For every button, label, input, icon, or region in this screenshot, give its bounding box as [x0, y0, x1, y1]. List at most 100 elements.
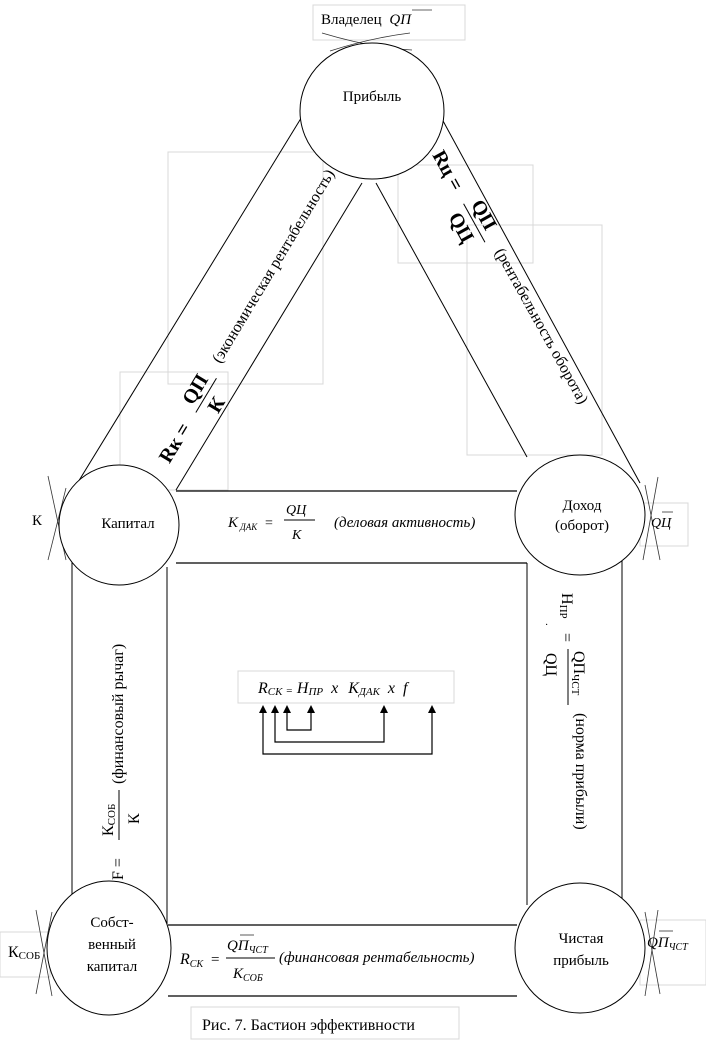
left-vertical-band	[71, 560, 168, 925]
node-profit: Прибыль	[299, 42, 445, 180]
pr-description: (норма прибыли)	[572, 713, 589, 830]
financial-profitability-formula: RСК = QПЧСТ KСОБ (финансовая рентабельно…	[179, 934, 475, 984]
equity-label-line3: капитал	[87, 959, 138, 975]
cf-eq: =	[285, 685, 292, 697]
revenue-cross-2	[644, 484, 661, 561]
econ-formula-frame	[119, 371, 229, 491]
econ-lhs: Rк =	[155, 419, 196, 467]
fp-num-main: QП	[227, 938, 250, 954]
svg-text:НПР: НПР	[557, 593, 575, 619]
svg-text:KДАК: KДАК	[227, 515, 258, 532]
fl-num-sub: СОБ	[106, 804, 118, 826]
capital-circle	[58, 464, 180, 586]
node-revenue: Доход (оборот)	[514, 454, 646, 576]
pr-num-main: QП	[570, 651, 587, 675]
top-horizontal-band	[176, 490, 527, 564]
svg-text:Владелец QП: Владелец QП	[321, 12, 412, 28]
revenue-outer-math: QЦ	[651, 516, 672, 531]
net-profit-outer-sub: ЧСТ	[669, 942, 690, 953]
right-vertical-band	[526, 560, 623, 905]
ba-denominator: K	[291, 528, 302, 543]
cf-r-sub: СК	[268, 686, 283, 698]
profit-circle	[299, 42, 445, 180]
ba-eq: =	[265, 516, 273, 531]
owner-label: Владелец QП	[321, 9, 432, 28]
cf-f: f	[403, 680, 410, 697]
node-net-profit: Чистая прибыль	[514, 882, 646, 1014]
arrow-head-3	[283, 705, 291, 713]
cf-x2: x	[387, 680, 395, 697]
equity-circle	[46, 880, 172, 1016]
arrow-link-h	[286, 710, 312, 731]
fp-den-main: K	[232, 966, 244, 982]
svg-text:КСОБ: КСОБ	[8, 944, 40, 962]
right-diagonal-band	[375, 118, 641, 484]
arrow-link-k	[274, 710, 385, 743]
ba-lhs-main: K	[227, 515, 239, 531]
fp-num-sub: ЧСТ	[249, 945, 270, 956]
net-profit-label-line2: прибыль	[553, 953, 609, 969]
equity-outer-sub: СОБ	[19, 950, 41, 962]
caption-frame	[190, 1006, 460, 1040]
central-formula-frame	[237, 670, 455, 704]
equity-outer-label: КСОБ	[8, 944, 40, 962]
arrow-link-f	[262, 710, 433, 755]
revenue-outer-label: QЦ	[651, 511, 673, 531]
fl-lhs: F =	[110, 858, 127, 880]
svg-text:КСОБ: КСОБ	[100, 804, 118, 836]
fp-lhs-main: R	[179, 951, 190, 968]
ba-description: (деловая активность)	[334, 515, 475, 531]
econ-denominator: К	[204, 393, 231, 417]
equity-cross-2	[35, 911, 53, 995]
net-profit-label-line1: Чистая	[559, 931, 604, 947]
pr-lhs-main: Н	[558, 593, 575, 605]
revenue-cross-1	[642, 476, 659, 561]
arrow-head-6	[428, 705, 436, 713]
svg-text:KСОБ: KСОБ	[232, 966, 263, 984]
pr-num-sub: ЧСТ	[569, 674, 581, 695]
pr-eq: =	[558, 633, 575, 642]
cf-h-main: H	[296, 680, 310, 697]
left-diagonal-band	[71, 114, 363, 493]
econ-fraction-bar	[195, 377, 217, 413]
owner-label-frame	[312, 4, 466, 41]
fp-den-sub: СОБ	[243, 973, 263, 984]
net-profit-cross-1	[644, 909, 659, 997]
arrow-head-2	[271, 705, 279, 713]
econ-desc-frame	[167, 151, 324, 385]
owner-label-prefix: Владелец	[321, 12, 382, 28]
turnover-profitability-formula: Rц = QП QЦ (рентабельность оборота)	[428, 147, 592, 407]
fl-denominator: К	[126, 813, 143, 824]
svg-text:QПЧСТ: QПЧСТ	[647, 935, 689, 953]
revenue-circle	[514, 454, 646, 576]
figure-caption: Рис. 7. Бастион эффективности	[202, 1017, 415, 1034]
profit-rate-formula: НПР = QПЧСТ . QЦ (норма прибыли)	[542, 593, 589, 830]
arrow-head-5	[380, 705, 388, 713]
turnover-description: (рентабельность оборота)	[491, 245, 591, 407]
pr-dot: .	[543, 623, 555, 626]
node-capital: Капитал	[58, 464, 180, 586]
text-frames	[0, 4, 706, 1040]
equity-outer-main: К	[8, 944, 19, 961]
fp-description: (финансовая рентабельность)	[279, 950, 475, 966]
owner-cross-2	[329, 32, 411, 52]
net-profit-outer-label: QПЧСТ	[647, 930, 689, 953]
pr-lhs-sub: ПР	[557, 605, 569, 619]
capital-label: Капитал	[101, 516, 155, 532]
net-profit-circle	[514, 882, 646, 1014]
node-equity: Собст- венный капитал	[46, 880, 172, 1016]
cf-k-main: K	[347, 680, 360, 697]
fl-description: (финансовый рычаг)	[110, 644, 127, 784]
revenue-label-line1: Доход	[563, 498, 602, 514]
cf-x1: x	[330, 680, 338, 697]
econ-description: (экономическая рентабельность)	[209, 167, 338, 367]
ba-numerator: QЦ	[286, 503, 307, 518]
svg-text:QПЧСТ: QПЧСТ	[569, 651, 587, 696]
fp-lhs-sub: СК	[190, 959, 205, 970]
ba-lhs-sub: ДАК	[239, 522, 258, 532]
turnover-formula-frame	[397, 164, 534, 264]
